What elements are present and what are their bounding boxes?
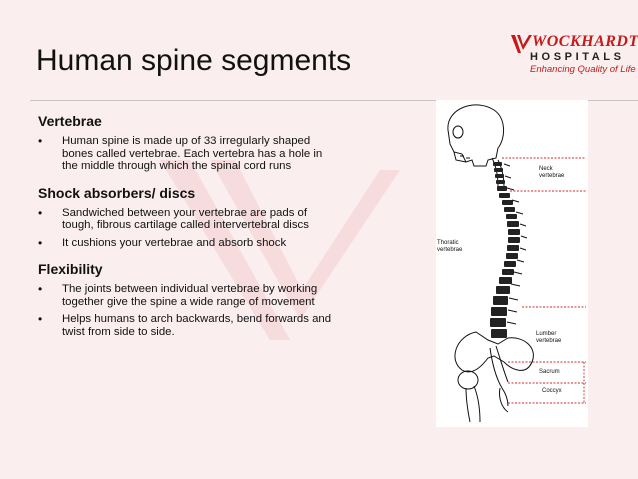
- skeleton-illustration: [447, 104, 586, 423]
- section-heading-discs: Shock absorbers/ discs: [38, 184, 196, 201]
- bullet-text: It cushions your vertebrae and absorb sh…: [62, 236, 287, 249]
- segment-guides: [502, 157, 586, 404]
- label-neck-vertebrae: Neck vertebrae: [539, 166, 565, 179]
- bullet-list-flexibility: • The joints between individual vertebra…: [38, 283, 331, 338]
- list-item: • It cushions your vertebrae and absorb …: [38, 235, 302, 250]
- bullet-glyph: •: [38, 282, 43, 296]
- bullet-text: Human spine is made up of 33 irregularly…: [62, 135, 323, 172]
- list-item: • Helps humans to arch backwards, bend f…: [38, 313, 334, 338]
- bullet-glyph: •: [38, 205, 43, 220]
- bullet-glyph: •: [38, 235, 43, 250]
- logo-sub: HOSPITALS: [530, 51, 625, 63]
- text-content: Vertebrae • Human spine is made up of 33…: [38, 113, 331, 346]
- bullet-glyph: •: [38, 134, 43, 148]
- bullet-list-discs: • Sandwiched between your vertebrae are …: [38, 206, 318, 250]
- label-lumber-vertebrae: Lumber vertebrae: [536, 331, 562, 344]
- logo-brand: WOCKHARDT: [532, 33, 638, 50]
- label-coccyx: Coccyx: [542, 388, 562, 394]
- section-heading-flexibility: Flexibility: [38, 261, 103, 277]
- logo-tagline: Enhancing Quality of Life: [530, 64, 636, 75]
- bullet-glyph: •: [38, 312, 43, 326]
- section-heading-vertebrae: Vertebrae: [38, 113, 102, 129]
- list-item: • Sandwiched between your vertebrae are …: [38, 205, 324, 232]
- title-divider: [30, 100, 638, 101]
- list-item: • The joints between individual vertebra…: [38, 283, 334, 308]
- bullet-text: Sandwiched between your vertebrae are pa…: [62, 206, 309, 232]
- label-sacrum: Sacrum: [539, 369, 560, 375]
- wockhardt-logo: WOCKHARDT HOSPITALS Enhancing Quality of…: [510, 33, 638, 81]
- bullet-list-vertebrae: • Human spine is made up of 33 irregular…: [38, 135, 322, 173]
- spine-figure: Neck vertebrae Thoratic vertebrae Lumber…: [436, 100, 588, 427]
- spine-column: [490, 162, 520, 338]
- page-title: Human spine segments: [36, 44, 352, 77]
- list-item: • Human spine is made up of 33 irregular…: [38, 135, 324, 173]
- label-thoracic-vertebrae: Thoratic vertebrae: [437, 240, 463, 253]
- watermark-logo-mark: [160, 160, 400, 340]
- bullet-text: The joints between individual vertebrae …: [62, 283, 318, 308]
- bullet-text: Helps humans to arch backwards, bend for…: [62, 313, 332, 338]
- wockhardt-w-icon: [511, 35, 532, 53]
